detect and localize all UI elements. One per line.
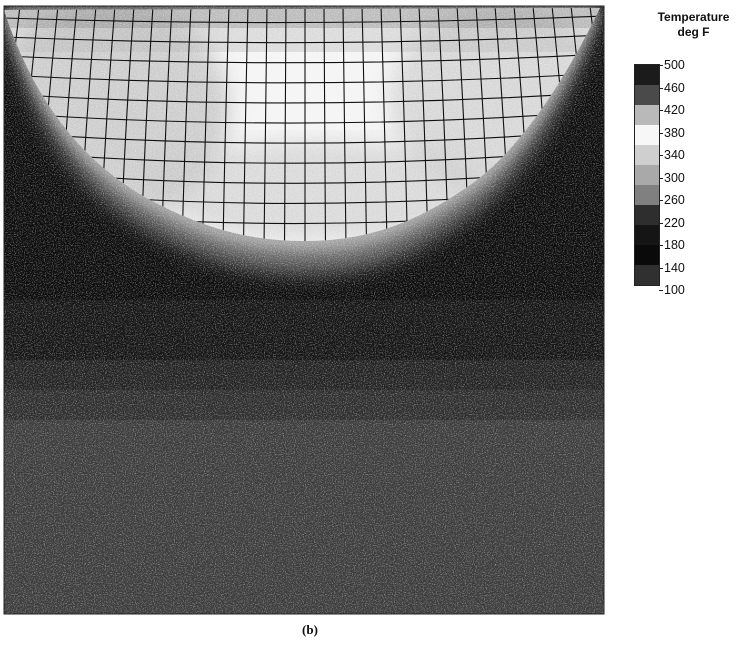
legend-tick-100: 100	[659, 283, 685, 297]
mesh-line	[4, 110, 600, 124]
mesh-line	[4, 53, 600, 64]
legend-tick-340: 340	[659, 148, 685, 162]
mesh-line	[201, 8, 211, 241]
mesh-line	[399, 8, 409, 241]
mesh-line	[361, 8, 368, 241]
color-legend: Temperature deg F	[640, 0, 747, 300]
legend-tick-140: 140	[659, 260, 685, 275]
speckle-overlay	[4, 6, 604, 614]
figure-caption: (b)	[302, 622, 318, 637]
legend-tick-500: 500	[659, 58, 685, 72]
mesh-line	[342, 8, 347, 241]
legend-unit: deg F	[677, 25, 710, 39]
legend-tick-220: 220	[659, 215, 685, 230]
mesh-line	[4, 129, 600, 144]
legend-tick-300: 300	[659, 170, 685, 185]
legend-tick-420: 420	[659, 103, 685, 117]
mesh-line	[242, 8, 249, 241]
mesh-line	[380, 8, 388, 241]
mesh-line	[4, 34, 600, 44]
mesh-line	[4, 72, 600, 84]
legend-tick-260: 260	[659, 193, 685, 207]
mesh-line	[323, 8, 327, 241]
legend-tick-460: 460	[659, 80, 685, 95]
legend-title: Temperature	[657, 10, 730, 24]
temperature-contour-plot	[3, 5, 605, 615]
mesh-line	[263, 8, 268, 241]
mesh-line	[283, 8, 287, 241]
mesh-line	[4, 15, 600, 24]
legend-tick-180: 180	[659, 238, 685, 252]
legend-color-bar	[634, 64, 660, 286]
legend-tick-380: 380	[659, 125, 685, 140]
mesh-line	[4, 91, 600, 104]
plot-border	[3, 5, 605, 615]
mesh-line	[222, 8, 230, 241]
